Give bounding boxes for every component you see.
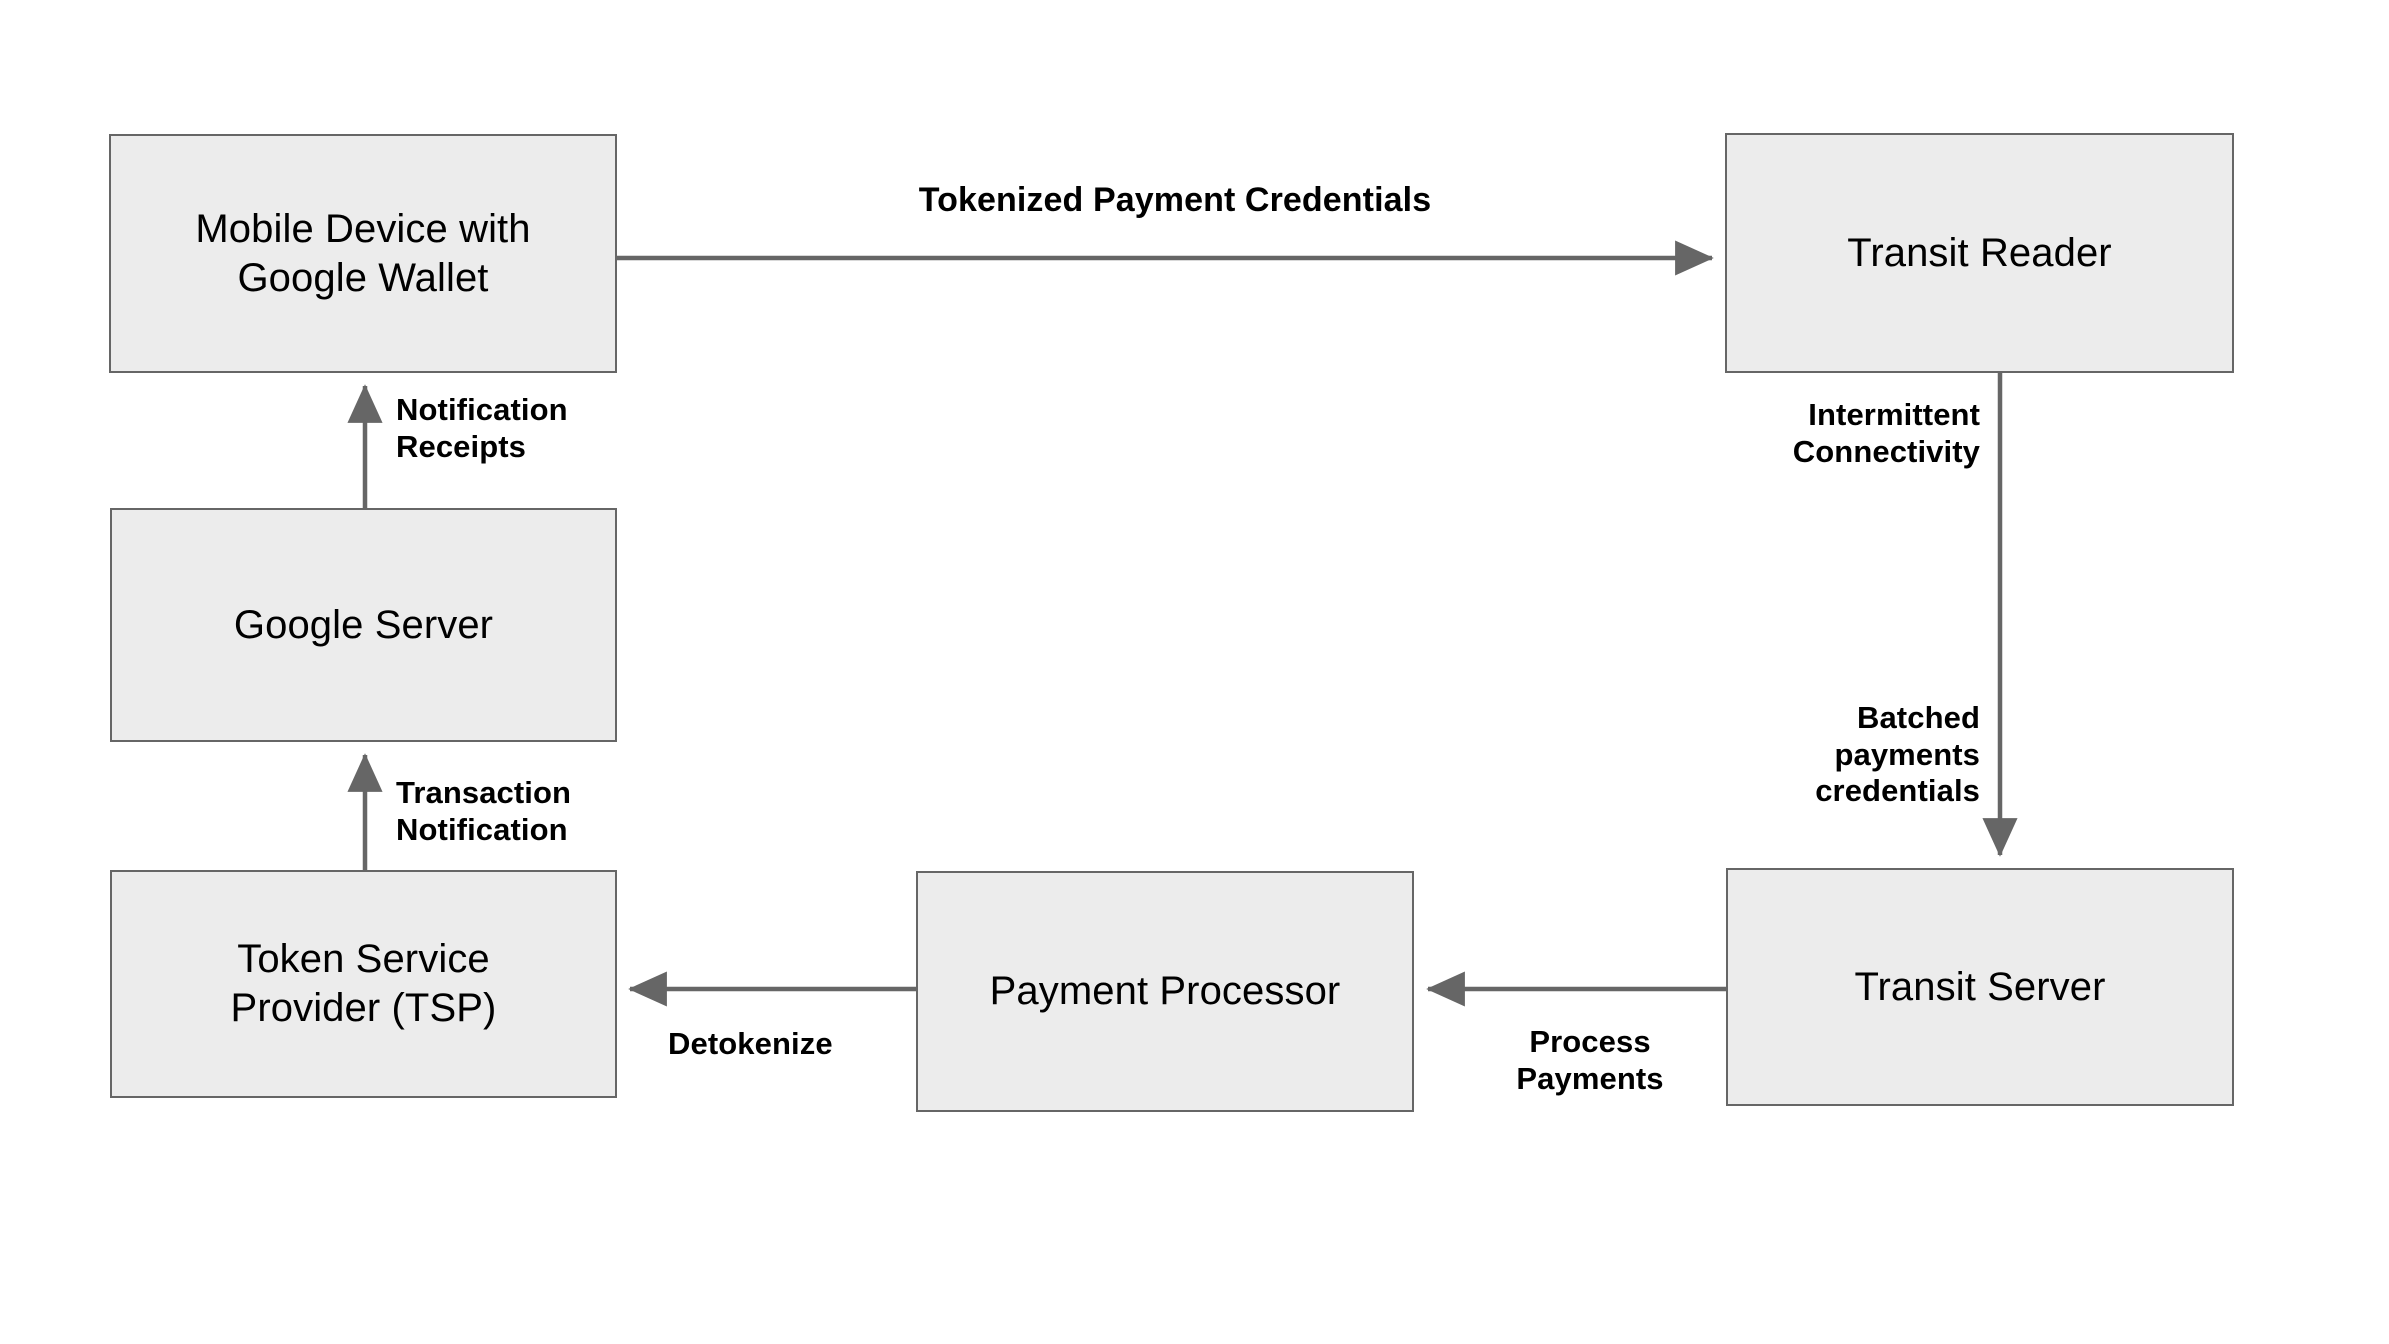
node-payment-processor[interactable]: Payment Processor (916, 871, 1414, 1112)
edge-label-process-payments: Process Payments (1516, 1024, 1664, 1096)
node-transit-reader[interactable]: Transit Reader (1725, 133, 2234, 373)
node-transit-server[interactable]: Transit Server (1726, 868, 2234, 1106)
node-google-server[interactable]: Google Server (110, 508, 617, 742)
edge-label-batched-payments-credentials: Batched payments credentials (1815, 700, 1980, 809)
edge-label-tokenized-payment-credentials: Tokenized Payment Credentials (918, 181, 1432, 219)
edge-label-transaction-notification: Transaction Notification (396, 775, 572, 847)
edge-label-notification-receipts: Notification Receipts (396, 392, 568, 464)
edge-label-detokenize: Detokenize (668, 1026, 833, 1061)
edge-label-intermittent-connectivity: Intermittent Connectivity (1792, 397, 1980, 469)
node-mobile-device-with-google-wallet[interactable]: Mobile Device with Google Wallet (109, 134, 617, 373)
node-token-service-provider[interactable]: Token Service Provider (TSP) (110, 870, 617, 1098)
